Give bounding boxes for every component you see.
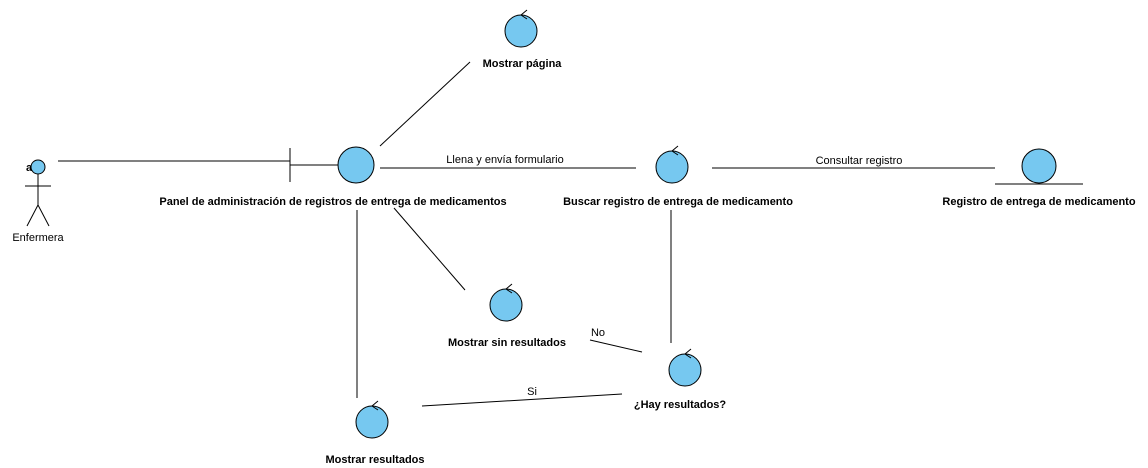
control-circle-icon bbox=[655, 150, 689, 184]
actor-leg-left bbox=[26, 204, 39, 227]
control-mostrar-pagina[interactable]: Mostrar página bbox=[483, 9, 563, 70]
control-sin-resultados[interactable]: Mostrar sin resultados bbox=[448, 283, 566, 349]
node-label-panel: Panel de administración de registros de … bbox=[159, 196, 506, 208]
edge-label-consultar: Consultar registro bbox=[816, 155, 903, 167]
edge-label-no: No bbox=[591, 327, 605, 339]
actor-label: Enfermera bbox=[12, 232, 64, 244]
control-hay-resultados[interactable]: ¿Hay resultados? bbox=[634, 348, 727, 411]
control-mostrar-resultados[interactable]: Mostrar resultados bbox=[325, 400, 425, 466]
node-label-hay-resultados: ¿Hay resultados? bbox=[634, 399, 727, 411]
node-label-mostrar-pagina: Mostrar página bbox=[483, 58, 563, 70]
control-circle-icon bbox=[668, 353, 702, 387]
node-label-mostrar-resultados: Mostrar resultados bbox=[325, 454, 424, 466]
actor-leg-right bbox=[37, 204, 50, 227]
control-circle-icon bbox=[504, 14, 538, 48]
control-circle-icon bbox=[489, 288, 523, 322]
edge-panel-mostrar-pagina bbox=[379, 61, 471, 147]
control-arrow-icon bbox=[684, 348, 692, 359]
control-arrow-icon bbox=[371, 400, 379, 411]
boundary-panel[interactable]: Panel de administración de registros de … bbox=[159, 146, 507, 208]
entity-registro[interactable]: Registro de entrega de medicamento bbox=[942, 148, 1136, 208]
actor-head-icon bbox=[30, 159, 46, 175]
entity-circle-icon bbox=[1021, 148, 1057, 184]
edge-panel-sin-resultados bbox=[393, 207, 466, 291]
node-label-buscar: Buscar registro de entrega de medicament… bbox=[563, 196, 793, 208]
control-buscar[interactable]: Buscar registro de entrega de medicament… bbox=[563, 145, 793, 208]
edge-label-llena: Llena y envía formulario bbox=[446, 154, 563, 166]
control-arrow-icon bbox=[671, 145, 679, 156]
control-arrow-icon bbox=[520, 9, 528, 20]
actor-marker: a bbox=[26, 162, 33, 174]
actor-enfermera[interactable]: a Enfermera bbox=[12, 159, 65, 244]
node-label-sin-resultados: Mostrar sin resultados bbox=[448, 337, 566, 349]
control-circle-icon bbox=[355, 405, 389, 439]
control-arrow-icon bbox=[505, 283, 513, 294]
node-label-registro: Registro de entrega de medicamento bbox=[942, 196, 1135, 208]
edge-hay-sin-resultados bbox=[589, 339, 643, 353]
boundary-circle-icon bbox=[337, 146, 375, 184]
edge-hay-mostrar-resultados bbox=[421, 393, 623, 407]
edge-label-si: Si bbox=[527, 386, 537, 398]
